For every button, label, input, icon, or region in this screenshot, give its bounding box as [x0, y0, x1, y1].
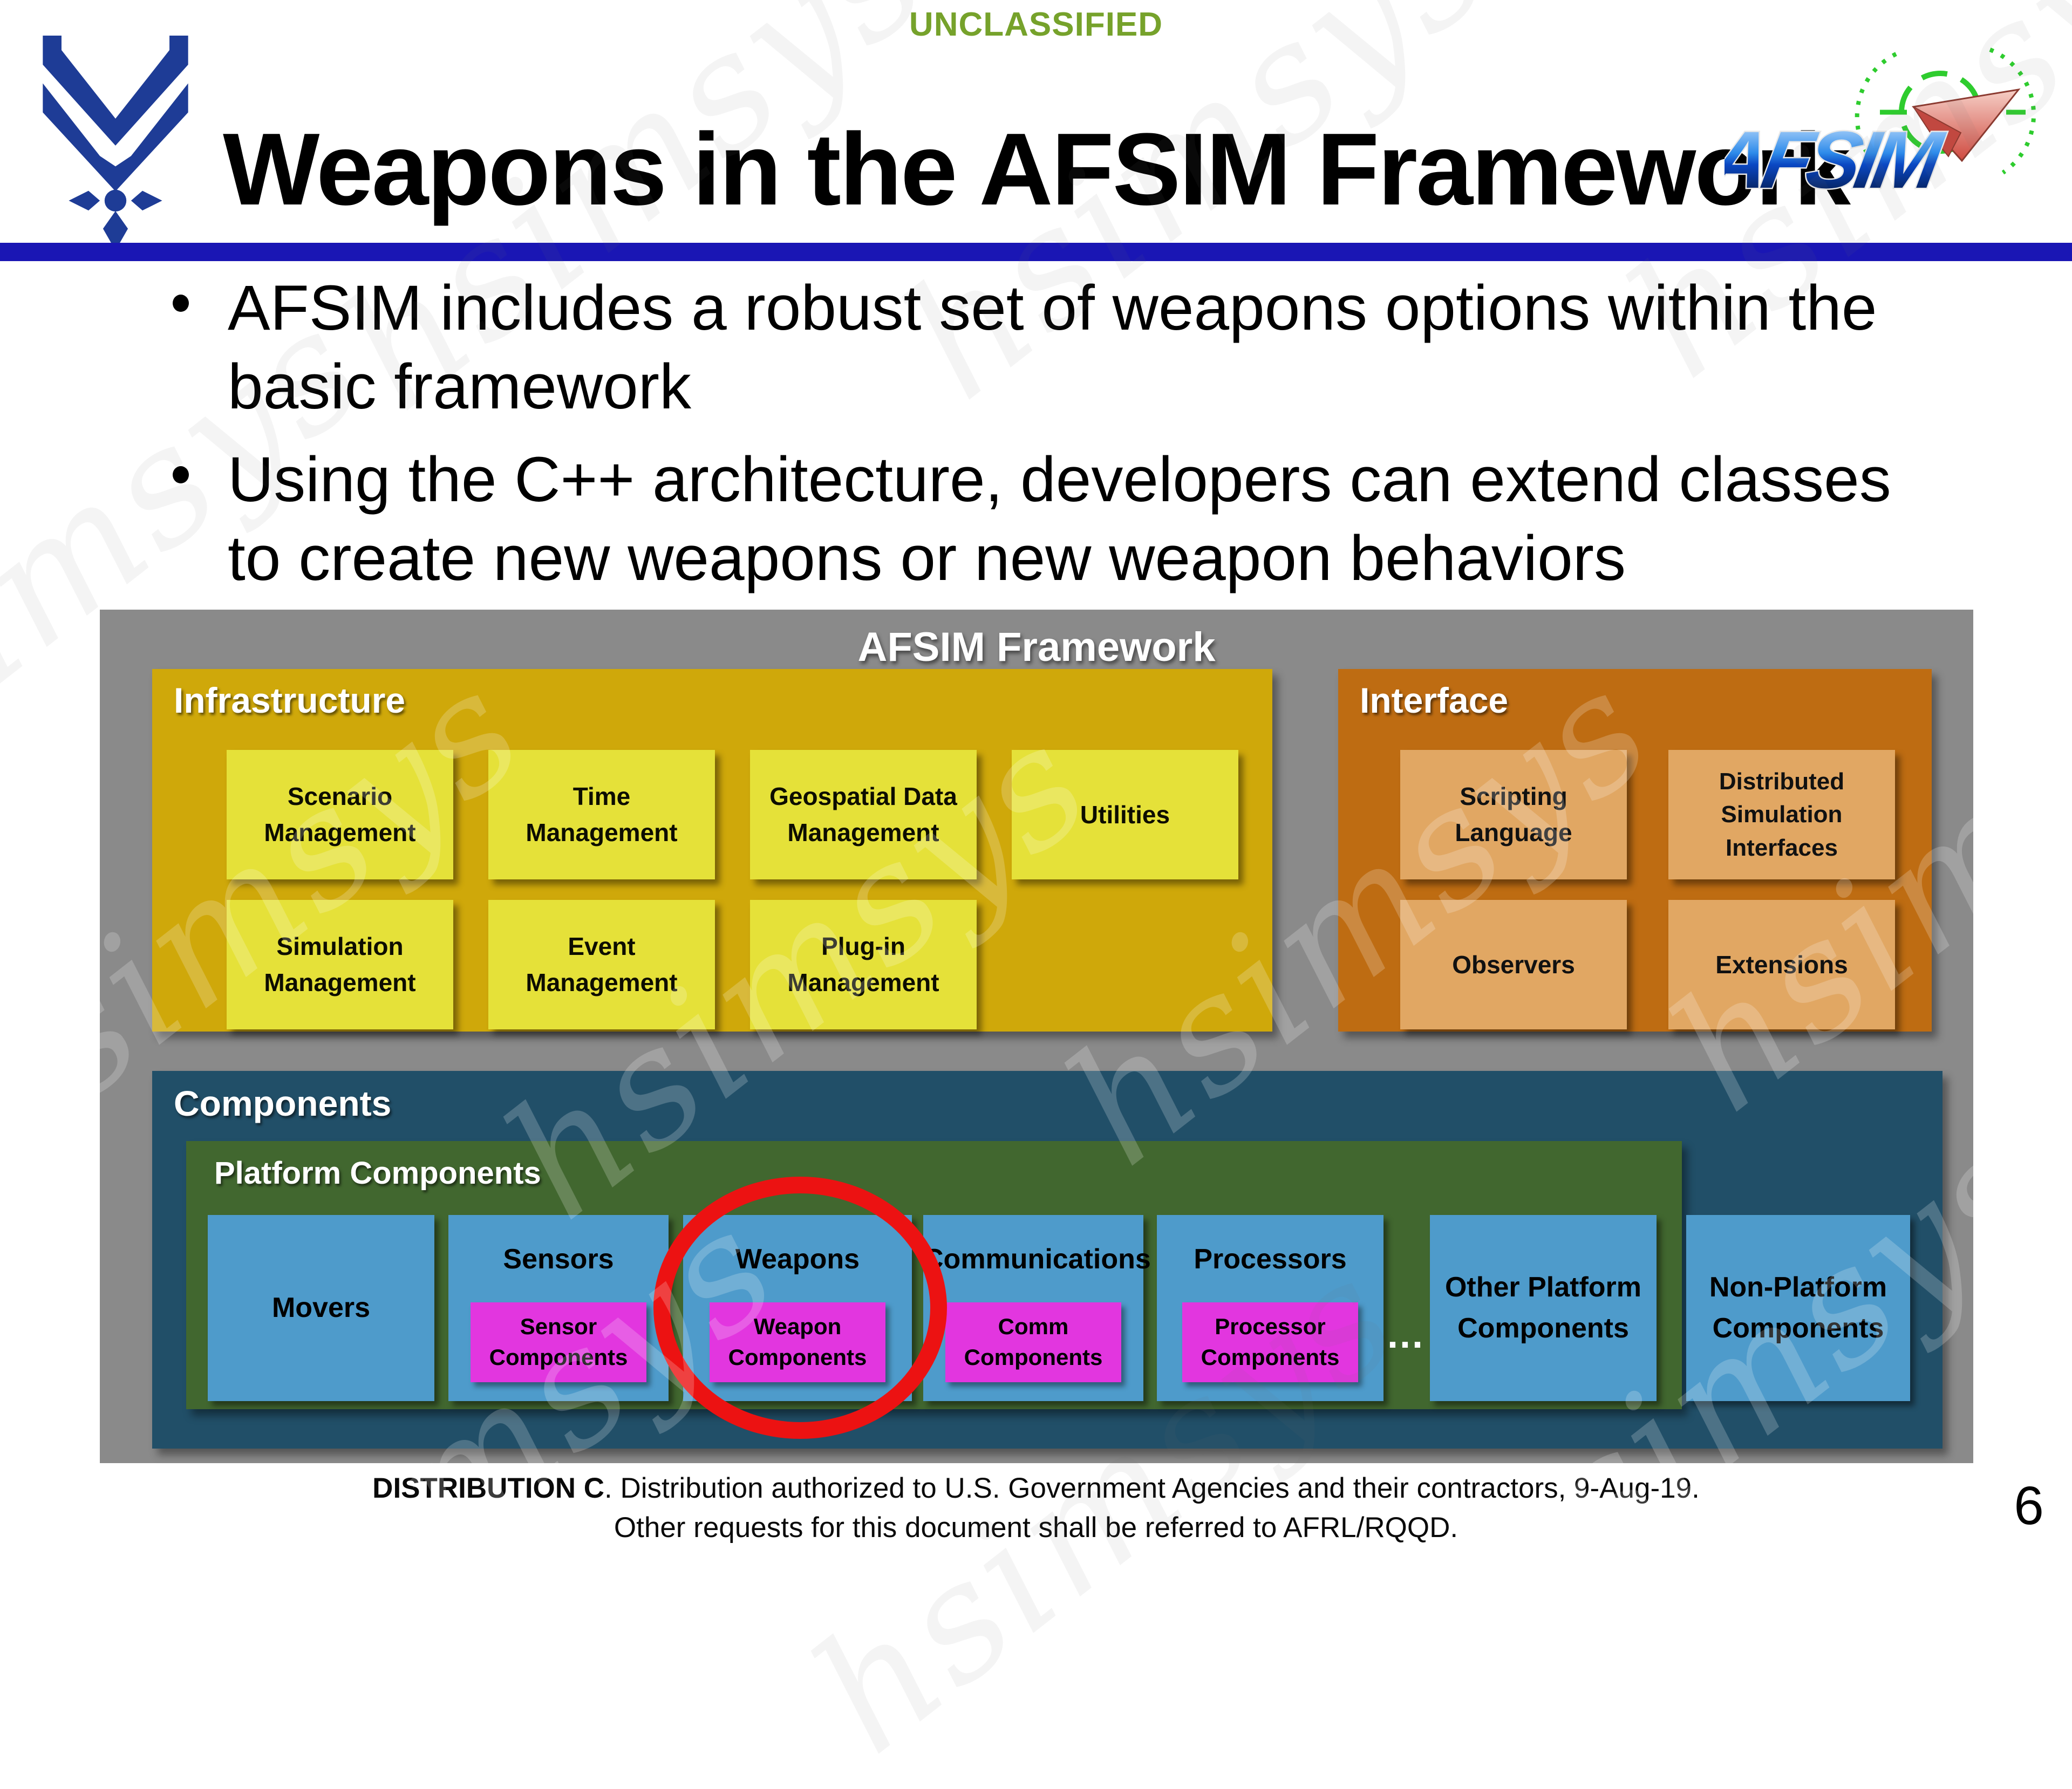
box-comm-components: Comm Components	[945, 1302, 1121, 1382]
box-sensors: Sensors Sensor Components	[448, 1215, 669, 1401]
distribution-bold: DISTRIBUTION C	[372, 1472, 605, 1504]
box-time-management: Time Management	[488, 750, 715, 879]
air-force-logo-icon	[43, 36, 188, 251]
box-sensors-label: Sensors	[503, 1244, 614, 1275]
title-divider-bar	[0, 243, 2072, 261]
box-processors-label: Processors	[1194, 1244, 1347, 1275]
box-communications: Communications Comm Components	[923, 1215, 1151, 1401]
box-non-platform-components: Non-Platform Components	[1686, 1215, 1910, 1401]
box-scenario-management: Scenario Management	[227, 750, 453, 879]
bullet-item: AFSIM includes a robust set of weapons o…	[173, 269, 1933, 427]
box-simulation-management: Simulation Management	[227, 900, 453, 1029]
paper-plane-icon	[1912, 88, 2021, 162]
interface-section: Interface Scripting Language Distributed…	[1338, 669, 1932, 1032]
page-number: 6	[2014, 1476, 2044, 1536]
box-processor-components: Processor Components	[1182, 1302, 1358, 1382]
box-communications-label: Communications	[923, 1244, 1151, 1275]
components-header: Components	[174, 1083, 392, 1123]
distribution-statement: DISTRIBUTION C. Distribution authorized …	[0, 1469, 2072, 1547]
classification-banner: UNCLASSIFIED	[909, 6, 1163, 43]
afsim-logo-text: AFSIM	[1725, 115, 1951, 206]
box-event-management: Event Management	[488, 900, 715, 1029]
interface-header: Interface	[1360, 680, 1509, 720]
distribution-rest: . Distribution authorized to U.S. Govern…	[604, 1472, 1700, 1504]
page-title: Weapons in the AFSIM Framework	[223, 112, 1851, 227]
box-utilities: Utilities	[1012, 750, 1238, 879]
components-section: Components Platform Components Movers Se…	[152, 1071, 1942, 1449]
box-movers: Movers	[208, 1215, 434, 1401]
box-observers: Observers	[1400, 900, 1627, 1029]
bullet-item: Using the C++ architecture, developers c…	[173, 440, 1933, 598]
distribution-line-2: Other requests for this document shall b…	[614, 1512, 1458, 1544]
box-processors: Processors Processor Components	[1157, 1215, 1383, 1401]
ellipsis-more-components: ...	[1387, 1313, 1425, 1356]
box-movers-label: Movers	[271, 1292, 371, 1323]
distribution-line-1: DISTRIBUTION C. Distribution authorized …	[0, 1469, 2072, 1508]
afsim-framework-diagram: AFSIM Framework Infrastructure Scenario …	[100, 610, 1973, 1463]
box-distributed-simulation-interfaces: Distributed Simulation Interfaces	[1668, 750, 1895, 879]
box-scripting-language: Scripting Language	[1400, 750, 1627, 879]
infrastructure-header: Infrastructure	[174, 680, 406, 720]
box-sensor-components: Sensor Components	[471, 1302, 646, 1382]
box-plugin-management: Plug-in Management	[750, 900, 977, 1029]
box-other-platform-label: Other Platform Components	[1444, 1272, 1642, 1344]
platform-components-header: Platform Components	[214, 1156, 541, 1191]
box-non-platform-label: Non-Platform Components	[1709, 1272, 1887, 1344]
infrastructure-section: Infrastructure Scenario Management Time …	[152, 669, 1272, 1032]
afsim-logo: AFSIM	[1725, 47, 2036, 207]
diagram-title: AFSIM Framework	[857, 624, 1216, 670]
box-extensions: Extensions	[1668, 900, 1895, 1029]
box-geospatial-data-management: Geospatial Data Management	[750, 750, 977, 879]
red-highlight-circle	[653, 1177, 947, 1439]
box-other-platform-components: Other Platform Components	[1430, 1215, 1657, 1401]
